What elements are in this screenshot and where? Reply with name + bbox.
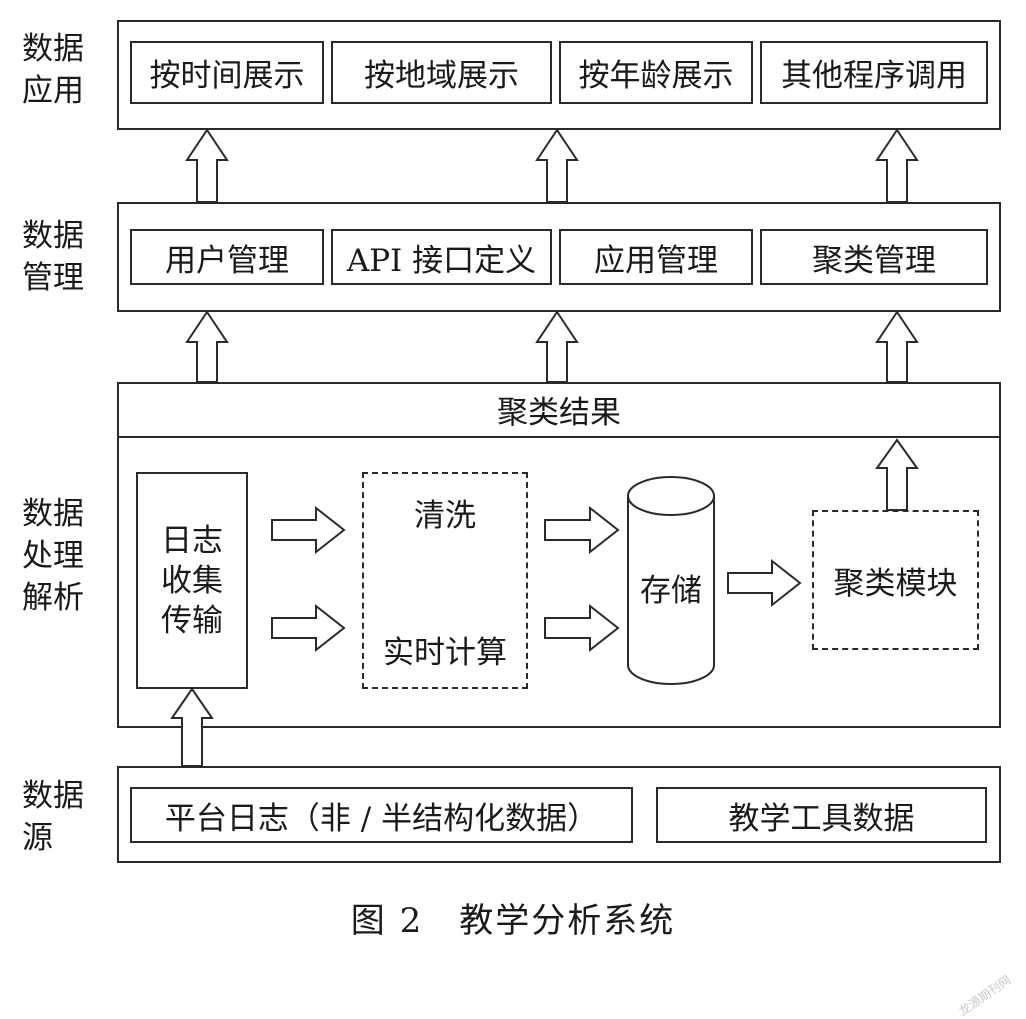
clean-label: 清洗 bbox=[414, 497, 476, 534]
right-arrow bbox=[544, 505, 620, 555]
app-cell-by-region: 按地域展示 bbox=[331, 41, 552, 104]
log-collect-line: 日志 bbox=[161, 522, 223, 559]
storage-cylinder-top bbox=[627, 495, 715, 516]
up-arrow bbox=[875, 128, 919, 203]
layer-label-line: 解析 bbox=[22, 580, 84, 616]
clean-compute-box bbox=[362, 472, 528, 689]
layer-label-line: 数据 bbox=[22, 218, 84, 254]
mgmt-cell-application: 应用管理 bbox=[559, 229, 753, 285]
right-arrow bbox=[271, 505, 346, 555]
layer-label-line: 数据 bbox=[22, 496, 84, 532]
layer-label-processing: 数据 处理 解析 bbox=[22, 493, 102, 619]
layer-label-source: 数据 源 bbox=[22, 775, 102, 859]
mgmt-cell-api: API 接口定义 bbox=[331, 229, 552, 285]
up-arrow bbox=[185, 128, 229, 203]
layer-label-line: 数据 bbox=[22, 778, 84, 814]
realtime-compute-label: 实时计算 bbox=[383, 634, 507, 671]
layer-label-line: 源 bbox=[22, 820, 53, 856]
app-cell-by-time: 按时间展示 bbox=[130, 41, 324, 104]
source-cell-teaching-tool: 教学工具数据 bbox=[656, 787, 987, 843]
log-collect-line: 传输 bbox=[161, 602, 223, 639]
up-arrow bbox=[875, 438, 919, 511]
cluster-result-bar: 聚类结果 bbox=[117, 382, 1001, 438]
right-arrow bbox=[727, 558, 802, 608]
layer-label-management: 数据 管理 bbox=[22, 215, 102, 299]
log-collect-line: 收集 bbox=[161, 562, 223, 599]
up-arrow bbox=[875, 310, 919, 383]
layer-label-line: 处理 bbox=[22, 538, 84, 574]
app-cell-by-age: 按年龄展示 bbox=[559, 41, 753, 104]
up-arrow bbox=[535, 310, 579, 383]
up-arrow bbox=[185, 310, 229, 383]
right-arrow bbox=[544, 603, 620, 653]
figure-caption: 图 2 教学分析系统 bbox=[350, 901, 676, 941]
right-arrow bbox=[271, 603, 346, 653]
mgmt-cell-cluster: 聚类管理 bbox=[760, 229, 988, 285]
diagram-connectors bbox=[170, 128, 919, 767]
up-arrow bbox=[535, 128, 579, 203]
storage-cylinder bbox=[627, 476, 715, 685]
mgmt-cell-user: 用户管理 bbox=[130, 229, 324, 285]
cluster-module-box: 聚类模块 bbox=[812, 510, 979, 650]
layer-label-line: 数据 bbox=[22, 31, 84, 67]
log-collect-box: 日志 收集 传输 bbox=[136, 472, 248, 689]
storage-label: 存储 bbox=[640, 572, 702, 609]
layer-label-line: 应用 bbox=[22, 73, 84, 109]
layer-label-line: 管理 bbox=[22, 260, 84, 296]
up-arrow bbox=[170, 687, 214, 767]
layer-label-application: 数据 应用 bbox=[22, 28, 102, 112]
app-cell-other-programs: 其他程序调用 bbox=[760, 41, 988, 104]
source-cell-platform-log: 平台日志（非 / 半结构化数据） bbox=[130, 787, 633, 843]
